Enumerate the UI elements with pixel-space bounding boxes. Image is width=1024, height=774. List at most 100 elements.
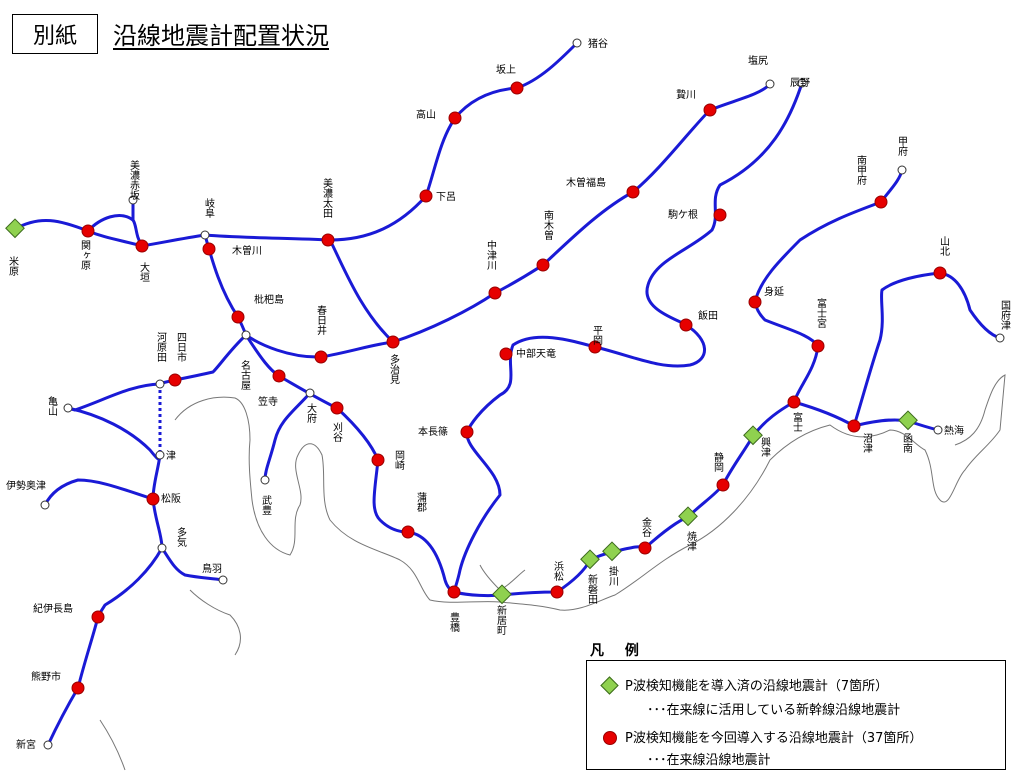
label-hamamatsu: 浜松 xyxy=(552,561,564,582)
label-honnagashino: 本長篠 xyxy=(418,425,448,438)
legend-red-sub: ･･･在来線沿線地震計 xyxy=(647,753,771,768)
label-yokkaichi: 四日市 xyxy=(175,332,187,363)
label-tatsuno: 辰野 xyxy=(790,77,810,89)
label-kakegawa: 掛川 xyxy=(607,565,619,586)
label-okazaki: 岡崎 xyxy=(393,450,405,470)
label-iseokitsu: 伊勢奥津 xyxy=(6,479,46,492)
label-atami: 熱海 xyxy=(944,424,964,437)
terminal-stations xyxy=(40,38,1005,750)
label-minoota: 美濃太田 xyxy=(321,177,333,218)
label-hiraoka: 平岡 xyxy=(591,325,603,346)
sensor-yamakita xyxy=(933,266,947,280)
label-kasadera: 笠寺 xyxy=(258,395,278,408)
sensor-gamagori xyxy=(401,525,415,539)
sensor-sekigahara xyxy=(81,224,95,238)
sensor-kannami xyxy=(898,410,918,431)
label-okitsu: 興津 xyxy=(759,437,771,458)
label-inotani: 猪谷 xyxy=(588,38,608,50)
sensor-hamamatsu xyxy=(550,585,564,599)
sensor-minobu xyxy=(748,295,762,309)
sensor-minoota xyxy=(321,233,335,247)
label-kofu: 甲府 xyxy=(896,136,908,157)
label-obu: 大府 xyxy=(305,402,317,424)
sensor-okazaki xyxy=(371,453,385,467)
label-kawarada: 河原田 xyxy=(155,332,167,362)
label-iida: 飯田 xyxy=(698,309,718,322)
sensor-sakakami xyxy=(510,81,524,95)
legend-green-sub: ･･･在来線に活用している新幹線沿線地震計 xyxy=(647,703,901,718)
label-matsusaka: 松阪 xyxy=(161,492,181,505)
label-maibara: 米原 xyxy=(7,255,19,276)
sensor-shinjo xyxy=(492,584,512,605)
sensor-kakegawa xyxy=(602,541,622,562)
label-nakatsugawa: 中津川 xyxy=(485,239,497,270)
sensor-minamikofu xyxy=(874,195,888,209)
label-kasugai: 春日井 xyxy=(315,305,327,336)
sensor-okitsu xyxy=(743,425,763,446)
sensor-numazu xyxy=(847,419,861,433)
station-labels: 米原 関ヶ原 大垣 美濃赤坂 岐阜 木曽川 美濃太田 下呂 高山 坂上 猪谷 枇… xyxy=(6,38,1011,751)
sensor-matsusaka xyxy=(146,492,160,506)
sensor-toyohashi xyxy=(447,585,461,599)
page-title: 沿線地震計配置状況 xyxy=(113,22,329,50)
label-shiniwata: 新磐田 xyxy=(586,573,598,604)
label-shizuoka: 静岡 xyxy=(712,451,724,473)
label-tajimi: 多治見 xyxy=(388,353,400,385)
legend-red-label: P波検知機能を今回導入する沿線地震計（37箇所） xyxy=(625,731,923,746)
rail-lines xyxy=(13,41,1002,747)
label-chubutenryu: 中部天竜 xyxy=(516,347,556,360)
label-minobu: 身延 xyxy=(764,285,784,298)
sensor-kiinagashima xyxy=(91,610,105,624)
label-toba: 鳥羽 xyxy=(202,562,222,575)
label-kozu: 国府津 xyxy=(999,300,1011,331)
sensor-iida xyxy=(679,318,693,332)
label-shinjo: 新居町 xyxy=(495,604,507,635)
sensor-nakatsugawa xyxy=(488,286,502,300)
sensor-chubutenryu xyxy=(499,347,513,361)
label-yamakita: 山北 xyxy=(938,236,950,256)
label-kannami: 函南 xyxy=(901,433,913,453)
label-sakakami: 坂上 xyxy=(496,64,516,76)
label-shiojiri: 塩尻 xyxy=(748,54,768,67)
label-kariya: 刈谷 xyxy=(331,421,343,443)
label-kiinagashima: 紀伊長島 xyxy=(33,602,73,615)
label-yaizu: 焼津 xyxy=(685,531,697,552)
legend-title: 凡 例 xyxy=(590,643,647,659)
label-fujinomiya: 富士宮 xyxy=(815,297,827,329)
legend: P波検知機能を導入済の沿線地震計（7箇所） ･･･在来線に活用している新幹線沿線… xyxy=(586,660,1006,770)
label-nagiso: 南木曽 xyxy=(542,209,554,241)
sensor-kasadera xyxy=(272,369,286,383)
coastline xyxy=(99,374,1006,771)
sensor-kisofukushima xyxy=(626,185,640,199)
green-diamond-icon xyxy=(600,676,619,695)
label-kanaya: 金谷 xyxy=(640,516,652,538)
label-kumanoshi: 熊野市 xyxy=(31,670,61,683)
label-gamagori: 蒲郡 xyxy=(415,491,427,513)
sensor-shizuoka xyxy=(716,478,730,492)
label-sekigahara: 関ヶ原 xyxy=(79,240,91,270)
label-numazu: 沼津 xyxy=(861,432,873,454)
sensor-maibara xyxy=(5,218,25,239)
label-minamikofu: 南甲府 xyxy=(855,154,867,186)
sensor-tajimi xyxy=(386,335,400,349)
sensor-takayama xyxy=(448,111,462,125)
label-kameyama: 亀山 xyxy=(46,395,58,416)
sensor-honnagashino xyxy=(460,425,474,439)
label-biwajima: 枇杷島 xyxy=(254,293,284,306)
annex-tag: 別紙 xyxy=(12,14,98,54)
label-toyohashi: 豊橋 xyxy=(448,611,460,633)
sensor-gero xyxy=(419,189,433,203)
annex-tag-text: 別紙 xyxy=(32,24,77,49)
sensor-niekawa xyxy=(703,103,717,117)
sensor-fujinomiya xyxy=(811,339,825,353)
label-taketoyo: 武豊 xyxy=(260,494,272,515)
label-kisogawa: 木曽川 xyxy=(232,244,262,257)
sensor-ogaki xyxy=(135,239,149,253)
label-taki: 多気 xyxy=(175,526,187,548)
label-ogaki: 大垣 xyxy=(138,261,150,282)
label-fuji: 富士 xyxy=(791,411,803,432)
sensor-fuji xyxy=(787,395,801,409)
label-gifu: 岐阜 xyxy=(203,197,215,219)
label-nagoya: 名古屋 xyxy=(239,359,251,390)
